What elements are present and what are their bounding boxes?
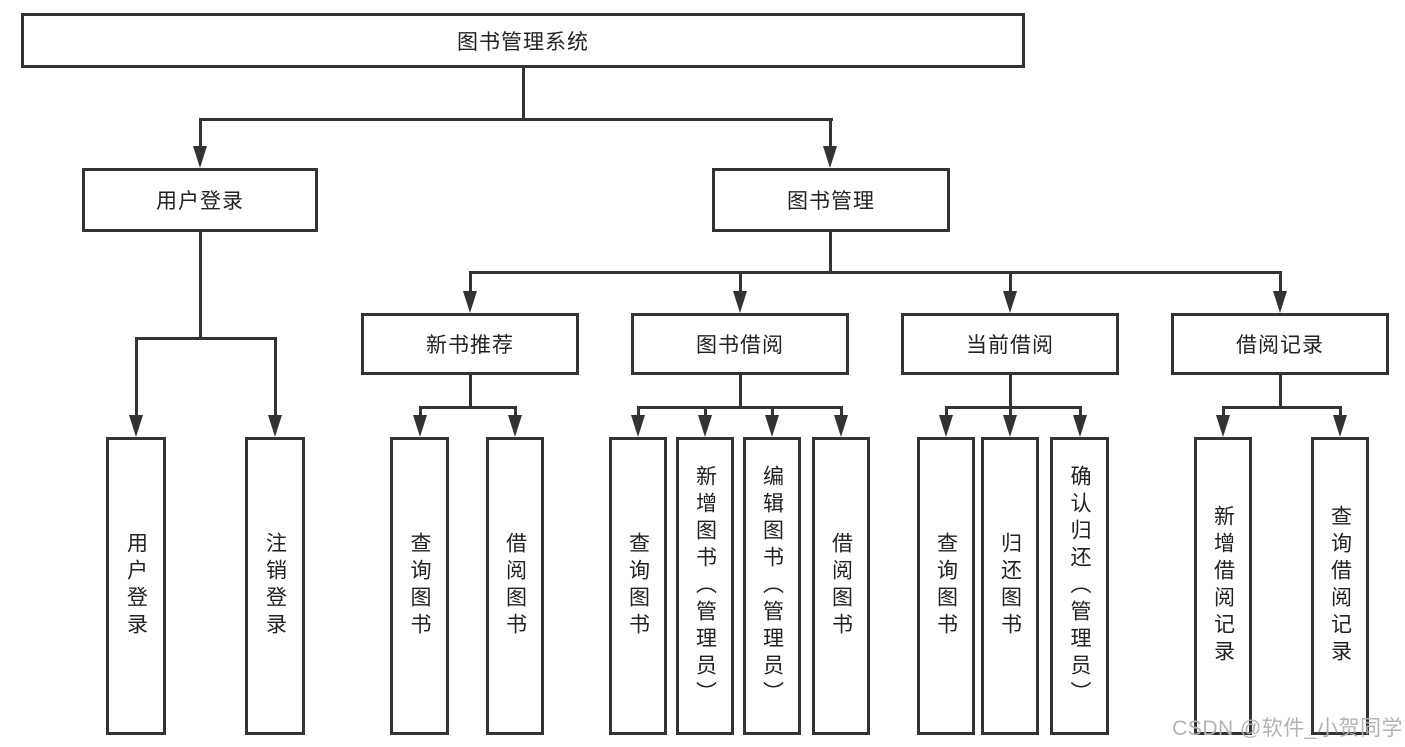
connector-line: [703, 406, 707, 419]
connector-line: [468, 271, 1282, 274]
node-book-management: 图书管理: [712, 168, 950, 232]
connector-line: [770, 406, 774, 419]
node-root: 图书管理系统: [21, 13, 1025, 68]
connector-line: [738, 375, 742, 409]
connector-arrowhead: [1003, 415, 1017, 437]
connector-line: [1008, 271, 1012, 295]
connector-line: [1008, 406, 1012, 419]
connector-line: [1008, 375, 1012, 409]
connector-line: [273, 337, 277, 419]
leaf-borrow-books-label: 借阅图书: [829, 532, 853, 640]
connector-arrowhead: [823, 146, 837, 168]
leaf-confirm-return-admin: 确认归还（管理员）: [1050, 437, 1109, 735]
leaf-confirm-return-admin-label: 确认归还（管理员）: [1068, 464, 1091, 708]
leaf-logout-label: 注销登录: [263, 532, 287, 640]
leaf-query-books-recommend-label: 查询图书: [408, 532, 431, 640]
node-new-book-recommend: 新书推荐: [361, 313, 579, 375]
leaf-add-book-admin-label: 新增图书（管理员）: [693, 464, 717, 708]
leaf-edit-book-admin-label: 编辑图书（管理员）: [760, 464, 784, 708]
connector-line: [944, 406, 1082, 409]
leaf-add-borrow-record-label: 新增借阅记录: [1211, 505, 1235, 667]
connector-line: [198, 118, 833, 121]
leaf-borrow-books-recommend: 借阅图书: [486, 437, 544, 735]
connector-arrowhead: [1273, 291, 1287, 313]
connector-line: [1078, 406, 1082, 419]
watermark: CSDN @软件_小贺同学: [1172, 717, 1403, 740]
node-root-label: 图书管理系统: [457, 30, 589, 54]
connector-line: [198, 118, 202, 151]
leaf-borrow-books: 借阅图书: [812, 437, 870, 735]
leaf-query-books-current-label: 查询图书: [934, 532, 958, 640]
connector-arrowhead: [508, 415, 522, 437]
connector-arrowhead: [1073, 415, 1087, 437]
node-current-borrowing: 当前借阅: [901, 313, 1119, 375]
connector-arrowhead: [631, 415, 645, 437]
connector-line: [134, 337, 277, 340]
leaf-borrow-books-recommend-label: 借阅图书: [503, 532, 527, 640]
connector-line: [636, 406, 640, 419]
connector-line: [521, 68, 525, 121]
leaf-query-books-borrow: 查询图书: [609, 437, 667, 735]
connector-line: [134, 337, 138, 419]
connector-line: [418, 406, 517, 409]
node-user-login: 用户登录: [82, 168, 318, 232]
connector-line: [1278, 375, 1282, 409]
connector-arrowhead: [939, 415, 953, 437]
leaf-logout: 注销登录: [245, 437, 305, 735]
connector-line: [198, 232, 202, 340]
node-book-management-label: 图书管理: [787, 190, 875, 213]
node-book-borrowing: 图书借阅: [631, 313, 849, 375]
connector-line: [468, 271, 472, 295]
leaf-return-books: 归还图书: [981, 437, 1039, 735]
node-borrowing-records-label: 借阅记录: [1236, 334, 1324, 357]
leaf-query-books-current: 查询图书: [917, 437, 975, 735]
leaf-query-borrow-record: 查询借阅记录: [1311, 437, 1369, 735]
connector-arrowhead: [268, 415, 282, 437]
node-book-borrowing-label: 图书借阅: [696, 334, 784, 357]
connector-arrowhead: [698, 415, 712, 437]
node-current-borrowing-label: 当前借阅: [966, 334, 1054, 357]
connector-arrowhead: [1003, 291, 1017, 313]
connector-line: [1221, 406, 1342, 409]
connector-line: [944, 406, 948, 419]
connector-arrowhead: [129, 415, 143, 437]
leaf-user-login: 用户登录: [106, 437, 166, 735]
connector-line: [418, 406, 422, 419]
connector-arrowhead: [834, 415, 848, 437]
connector-line: [1278, 271, 1282, 295]
leaf-query-borrow-record-label: 查询借阅记录: [1328, 505, 1352, 667]
leaf-add-borrow-record: 新增借阅记录: [1194, 437, 1252, 735]
connector-arrowhead: [1216, 415, 1230, 437]
node-borrowing-records: 借阅记录: [1171, 313, 1389, 375]
node-new-book-recommend-label: 新书推荐: [426, 334, 514, 357]
connector-arrowhead: [1333, 415, 1347, 437]
node-user-login-label: 用户登录: [156, 190, 244, 213]
connector-arrowhead: [193, 146, 207, 168]
connector-line: [1221, 406, 1225, 419]
leaf-add-book-admin: 新增图书（管理员）: [676, 437, 734, 735]
connector-arrowhead: [733, 291, 747, 313]
connector-line: [828, 118, 832, 151]
connector-line: [839, 406, 843, 419]
connector-arrowhead: [765, 415, 779, 437]
leaf-user-login-label: 用户登录: [124, 532, 148, 640]
connector-line: [468, 375, 472, 409]
leaf-return-books-label: 归还图书: [998, 532, 1022, 640]
connector-line: [636, 406, 843, 409]
connector-line: [738, 271, 742, 295]
connector-arrowhead: [413, 415, 427, 437]
connector-line: [1338, 406, 1342, 419]
leaf-edit-book-admin: 编辑图书（管理员）: [743, 437, 801, 735]
leaf-query-books-borrow-label: 查询图书: [626, 532, 650, 640]
connector-arrowhead: [463, 291, 477, 313]
leaf-query-books-recommend: 查询图书: [390, 437, 449, 735]
connector-line: [513, 406, 517, 419]
connector-line: [828, 232, 832, 274]
